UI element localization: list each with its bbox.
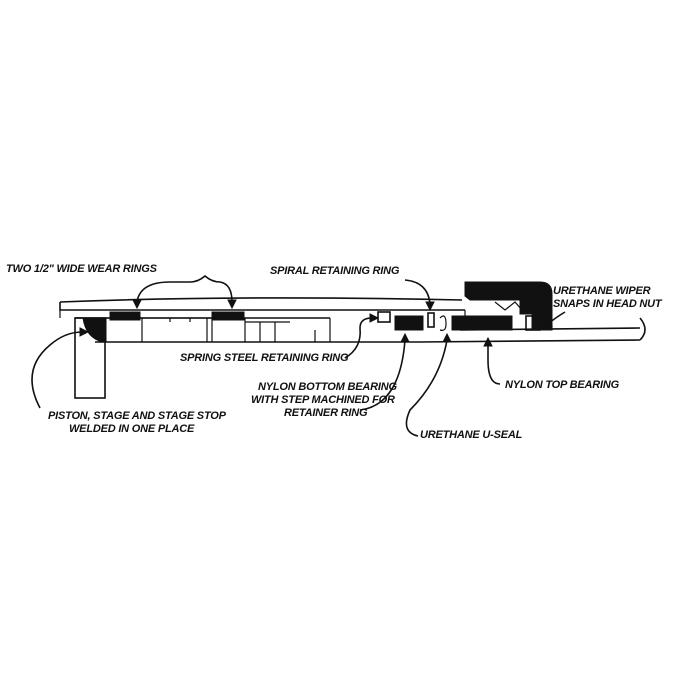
leader-lines <box>31 274 566 437</box>
label-piston-2: WELDED IN ONE PLACE <box>69 423 195 435</box>
weld-bead <box>82 317 107 343</box>
leader-nylon-bottom <box>359 339 406 411</box>
outer-tube <box>59 297 465 318</box>
leader-spiral-ring <box>404 279 431 305</box>
leader-spring-ring <box>344 317 373 359</box>
leader-wear-rings <box>136 274 233 303</box>
label-nylon-top: NYLON TOP BEARING <box>505 379 620 391</box>
leader-useal <box>405 339 448 437</box>
wear-ring-2 <box>211 311 245 321</box>
leader-nylon-top <box>487 345 501 385</box>
piston-stage-details <box>105 317 331 342</box>
nylon-bottom-bearing <box>394 315 424 331</box>
label-piston-1: PISTON, STAGE AND STAGE STOP <box>48 410 227 422</box>
label-nylon-bottom-1: NYLON BOTTOM BEARING <box>258 381 397 393</box>
label-wiper-1: URETHANE WIPER <box>553 285 651 297</box>
piston-stage-stop <box>74 317 107 399</box>
label-wear-rings: TWO 1/2" WIDE WEAR RINGS <box>6 263 158 275</box>
leader-piston <box>31 331 83 409</box>
label-spring-ring: SPRING STEEL RETAINING RING <box>180 352 349 364</box>
bottom-bearing-assembly <box>377 311 513 331</box>
wear-ring-1 <box>109 311 141 321</box>
urethane-u-seal <box>439 315 447 331</box>
label-wiper-2: SNAPS IN HEAD NUT <box>553 298 663 310</box>
spring-steel-retaining-ring <box>377 311 391 323</box>
nylon-top-bearing <box>451 315 513 331</box>
label-useal: URETHANE U-SEAL <box>420 429 523 441</box>
label-nylon-bottom-2: WITH STEP MACHINED FOR <box>251 394 395 406</box>
spiral-retaining-ring <box>427 312 435 328</box>
label-spiral-ring: SPIRAL RETAINING RING <box>270 265 400 277</box>
label-nylon-bottom-3: RETAINER RING <box>284 407 368 419</box>
